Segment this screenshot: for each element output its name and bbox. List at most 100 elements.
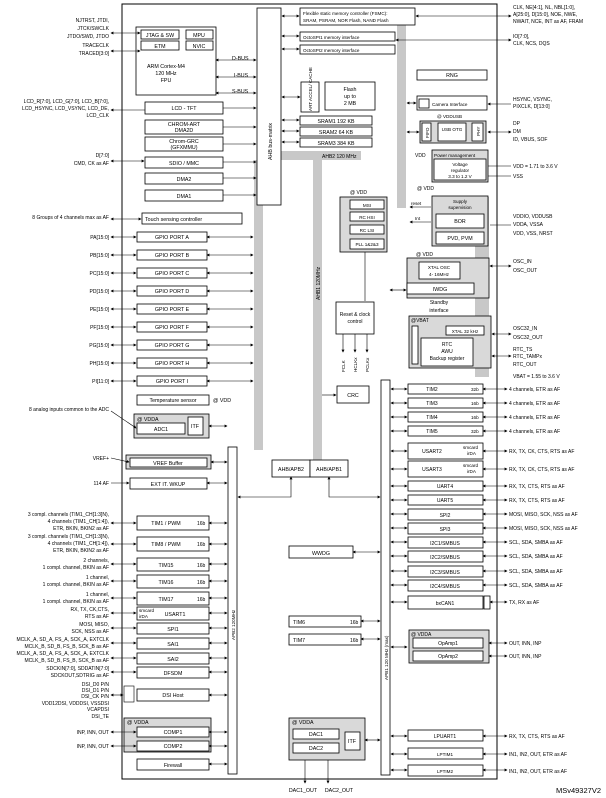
- supply-label-1: Supply: [453, 199, 468, 204]
- ahb-apb1-label: AHB/APB1: [316, 467, 342, 473]
- gpio-a-label: GPIO PORT A: [155, 235, 189, 241]
- right-signal: RX, TX, CTS, RTS as AF: [509, 498, 565, 504]
- i2c1-label: I2C1/SMBUS: [430, 541, 460, 547]
- apb1-bus-label: APB1 120 MHz (max): [384, 635, 389, 680]
- usart2-smcard: smcard: [463, 445, 479, 450]
- right-signal: RX, TX, CTS, RTS as AF: [509, 484, 565, 490]
- right-signal: OSC_IN: [513, 259, 532, 265]
- tim1-label: TIM1 / PWM: [151, 521, 180, 527]
- dac1-block: [292, 728, 340, 740]
- gpio-f-label: GPIO PORT F: [155, 325, 190, 331]
- comp1-label: COMP1: [164, 730, 183, 736]
- gpio-b-label: GPIO PORT B: [155, 253, 190, 259]
- left-signal: TRACED[3:0]: [79, 51, 110, 57]
- gpio-e-label: GPIO PORT E: [155, 307, 190, 313]
- right-signal: OUT, INN, INP: [509, 641, 542, 647]
- bor-label: BOR: [454, 219, 466, 225]
- sram1-label: SRAM1 192 KB: [317, 119, 355, 125]
- right-signal: 4 channels, ETR as AF: [509, 387, 560, 393]
- adc1-label: ADC1: [154, 427, 168, 433]
- right-signal: OUT, INN, INP: [509, 654, 542, 660]
- gpio-ports: GPIO PORT A GPIO PORT B GPIO PORT C GPIO…: [136, 231, 208, 387]
- tim16-width: 16b: [197, 580, 206, 586]
- left-signal: PB[15:0]: [90, 253, 110, 259]
- lptim2-label: LPTIM2: [437, 769, 454, 774]
- sai1-label: SAI1: [167, 642, 179, 648]
- left-signal: LCD_R[7:0], LCD_G[7:0], LCD_B[7:0],: [24, 99, 109, 105]
- left-signal: SCK, NSS as AF: [71, 629, 109, 635]
- left-signal: PF[15:0]: [90, 325, 110, 331]
- left-signal: LCD_HSYNC, LCD_VSYNC, LCD_DE,: [22, 106, 109, 112]
- wwdg-label: WWDG: [312, 551, 330, 557]
- rtc-label-3: Backup register: [430, 356, 465, 362]
- sram1-block: [299, 115, 373, 126]
- sdio-label: SDIO / MMC: [169, 161, 199, 167]
- sbus-label: S-BUS: [232, 89, 249, 95]
- lcd-tft-label: LCD - TFT: [172, 106, 198, 112]
- tim1-width: 16b: [197, 521, 206, 527]
- rng-label: RNG: [446, 73, 458, 79]
- left-signal: PD[15:0]: [90, 289, 110, 295]
- pll-label: PLL 1&2&3: [355, 242, 379, 247]
- right-signal: VDD, VSS, NRST: [513, 231, 553, 237]
- left-signal: 2 channels,: [83, 558, 109, 564]
- left-signal: PI[11:0]: [92, 379, 109, 385]
- jtag-block: [140, 29, 180, 40]
- opamp2-label: OpAmp2: [438, 654, 458, 660]
- right-signal: MOSI, MISO, SCK, NSS as AF: [509, 526, 578, 532]
- chromart-label-2: DMA2D: [175, 128, 194, 134]
- left-signal: 4 channels (TIM1_CH[1:4]),: [48, 519, 109, 525]
- right-signal: TX, RX as AF: [509, 600, 539, 606]
- mpu-block: [185, 29, 214, 40]
- ibus-label: I-BUS: [234, 73, 249, 79]
- tim17-width: 16b: [197, 597, 206, 603]
- tim8-width: 16b: [197, 542, 206, 548]
- usb-otg-block: [437, 122, 467, 142]
- usart1-label: USART1: [165, 612, 186, 618]
- adc-itf-label: ITF: [191, 424, 200, 430]
- jtag-label: JTAG & SW: [146, 33, 174, 39]
- bor-block: [435, 213, 485, 229]
- dac2-block: [292, 742, 340, 754]
- right-signal: SCL, SDA, SMBA as AF: [509, 540, 563, 546]
- iwdg-block: [406, 282, 475, 295]
- spi2-label: SPI2: [440, 513, 451, 519]
- usart3-label: USART3: [422, 467, 442, 473]
- bxcan1-label: bxCAN1: [436, 601, 455, 607]
- apb1-links: [390, 387, 408, 772]
- vref-buffer-label: VREF Buffer: [153, 461, 183, 467]
- ahb2-label: AHB2 120 MHz: [322, 154, 357, 160]
- fsmc-block: [299, 7, 416, 26]
- left-signal: INP, INN, OUT: [77, 730, 109, 736]
- spi1-label: SPI1: [167, 627, 179, 633]
- left-signal: RTS as AF: [85, 614, 109, 620]
- tim5-label: TIM5: [426, 429, 438, 435]
- mpu-label: MPU: [193, 33, 205, 39]
- left-signal: VCAPDSI: [87, 707, 109, 713]
- vbat-label: @VBAT: [411, 318, 429, 324]
- left-signal: PA[15:0]: [90, 235, 109, 241]
- dsi-pin-box: [123, 685, 135, 703]
- chromgrc-label-1: Chrom-GRC: [169, 139, 199, 145]
- cpu-label-1: ARM Cortex-M4: [147, 64, 185, 70]
- right-signal: RTC_OUT: [513, 362, 537, 368]
- left-signal: MCLK_A, SD_A, FS_A, SCK_A, EXTCLK: [16, 651, 109, 657]
- gpio-d-label: GPIO PORT D: [155, 289, 190, 295]
- pclk-label: PCLKx: [365, 357, 370, 372]
- right-signal: OSC_OUT: [513, 268, 537, 274]
- camera-block: [416, 95, 488, 111]
- right-ahb-fill: [397, 8, 406, 208]
- gpio-i-label: GPIO PORT I: [156, 379, 188, 385]
- vdda-label-opamp: @ VDDA: [411, 632, 432, 638]
- tim16-label: TIM16: [158, 580, 173, 586]
- usb-phy-label: PHY: [476, 127, 481, 136]
- left-signal: 1 channel,: [86, 592, 109, 598]
- apb-link-fill: [254, 160, 263, 450]
- i2c2-label: I2C2/SMBUS: [430, 555, 460, 561]
- art-accel-block: [300, 81, 320, 113]
- vdd-pm-label: VDD: [415, 153, 426, 159]
- rtc-block: [420, 337, 474, 367]
- left-signal: DSI_D1 P/N: [82, 688, 110, 694]
- right-signal: A[25:0], D[15:0], NOE, NWE,: [513, 12, 577, 18]
- nvic-block: [185, 40, 214, 51]
